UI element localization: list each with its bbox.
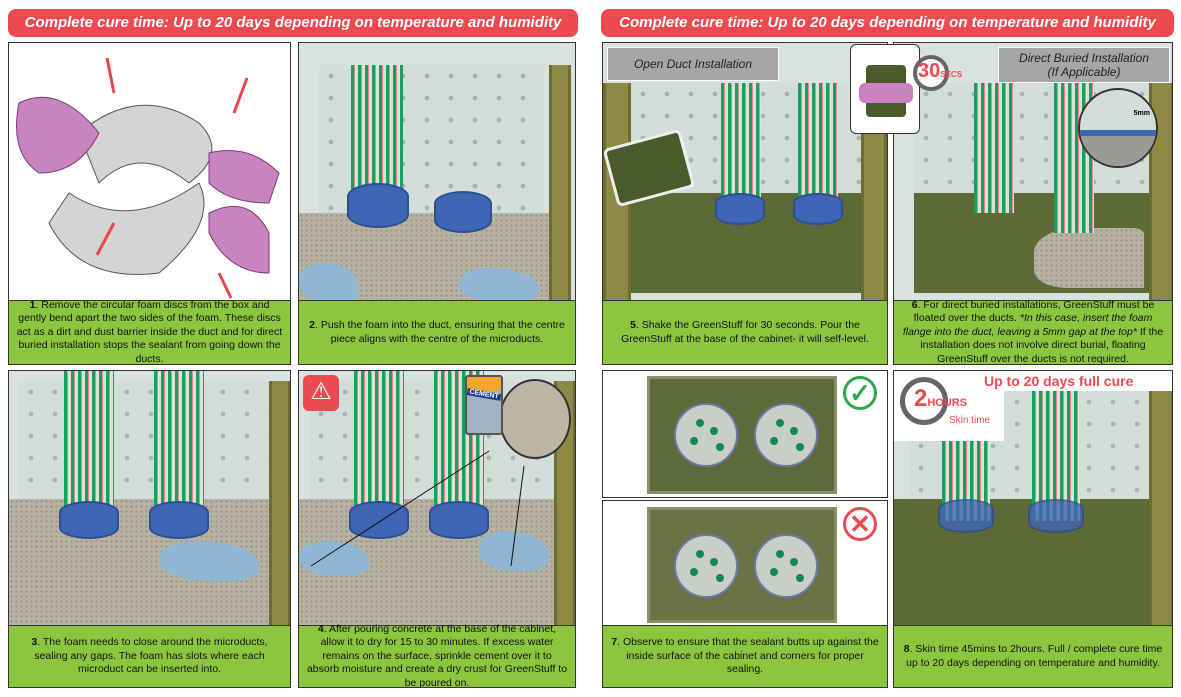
cure-time-banner-right: Complete cure time: Up to 20 days depend… [601, 9, 1174, 37]
step-6-caption: 6. For direct buried installations, Gree… [893, 299, 1173, 365]
step-1-caption: 1. Remove the circular foam discs from t… [8, 299, 291, 365]
shake-bottle-inset [850, 44, 920, 134]
step-5-illustration: Open Duct Installation [602, 42, 888, 301]
step-4-caption: 4. After pouring concrete at the base of… [298, 623, 576, 689]
shake-timer: 30SECS [918, 60, 963, 82]
step-3-illustration [8, 370, 291, 626]
timer-icon [900, 377, 948, 425]
step-7-caption: 7. Observe to ensure that the sealant bu… [602, 626, 888, 688]
step-8-illustration: Up to 20 days full cure 2HOURS Skin time [893, 370, 1173, 626]
step-8-caption: 8. Skin time 45mins to 2hours. Full / co… [893, 626, 1173, 688]
skin-timer: 2HOURS [914, 385, 968, 412]
step-3-caption: 3. The foam needs to close around the mi… [8, 626, 291, 688]
step-1-illustration [8, 42, 291, 301]
step-7-correct-illustration: ✓ [602, 370, 888, 498]
gap-label: 5mm [1133, 110, 1150, 117]
foam-disc-illustration [16, 57, 280, 299]
gap-detail-zoom: 5mm [1078, 88, 1158, 168]
cross-icon: ✕ [843, 507, 877, 541]
cure-time-banner-left: Complete cure time: Up to 20 days depend… [8, 9, 578, 37]
step-4-illustration: CEMENT ⚠ [298, 370, 576, 626]
full-cure-label: Up to 20 days full cure [984, 373, 1134, 389]
step-6-illustration: 5mm Direct Buried Installation(If Applic… [893, 42, 1173, 301]
warning-icon: ⚠ [303, 375, 339, 411]
skin-time-label: Skin time [949, 415, 991, 426]
timer-icon [913, 55, 949, 91]
cement-sprinkle-zoom [499, 379, 571, 459]
step-5-caption: 5. Shake the GreenStuff for 30 seconds. … [602, 301, 888, 365]
check-icon: ✓ [843, 376, 877, 410]
step-2-caption: 2. Push the foam into the duct, ensuring… [298, 301, 576, 365]
open-duct-label: Open Duct Installation [607, 47, 779, 81]
cement-bag: CEMENT [465, 375, 503, 435]
step-7-wrong-illustration: ✕ [602, 500, 888, 626]
direct-buried-label: Direct Buried Installation(If Applicable… [998, 47, 1170, 83]
step-2-illustration [298, 42, 576, 301]
